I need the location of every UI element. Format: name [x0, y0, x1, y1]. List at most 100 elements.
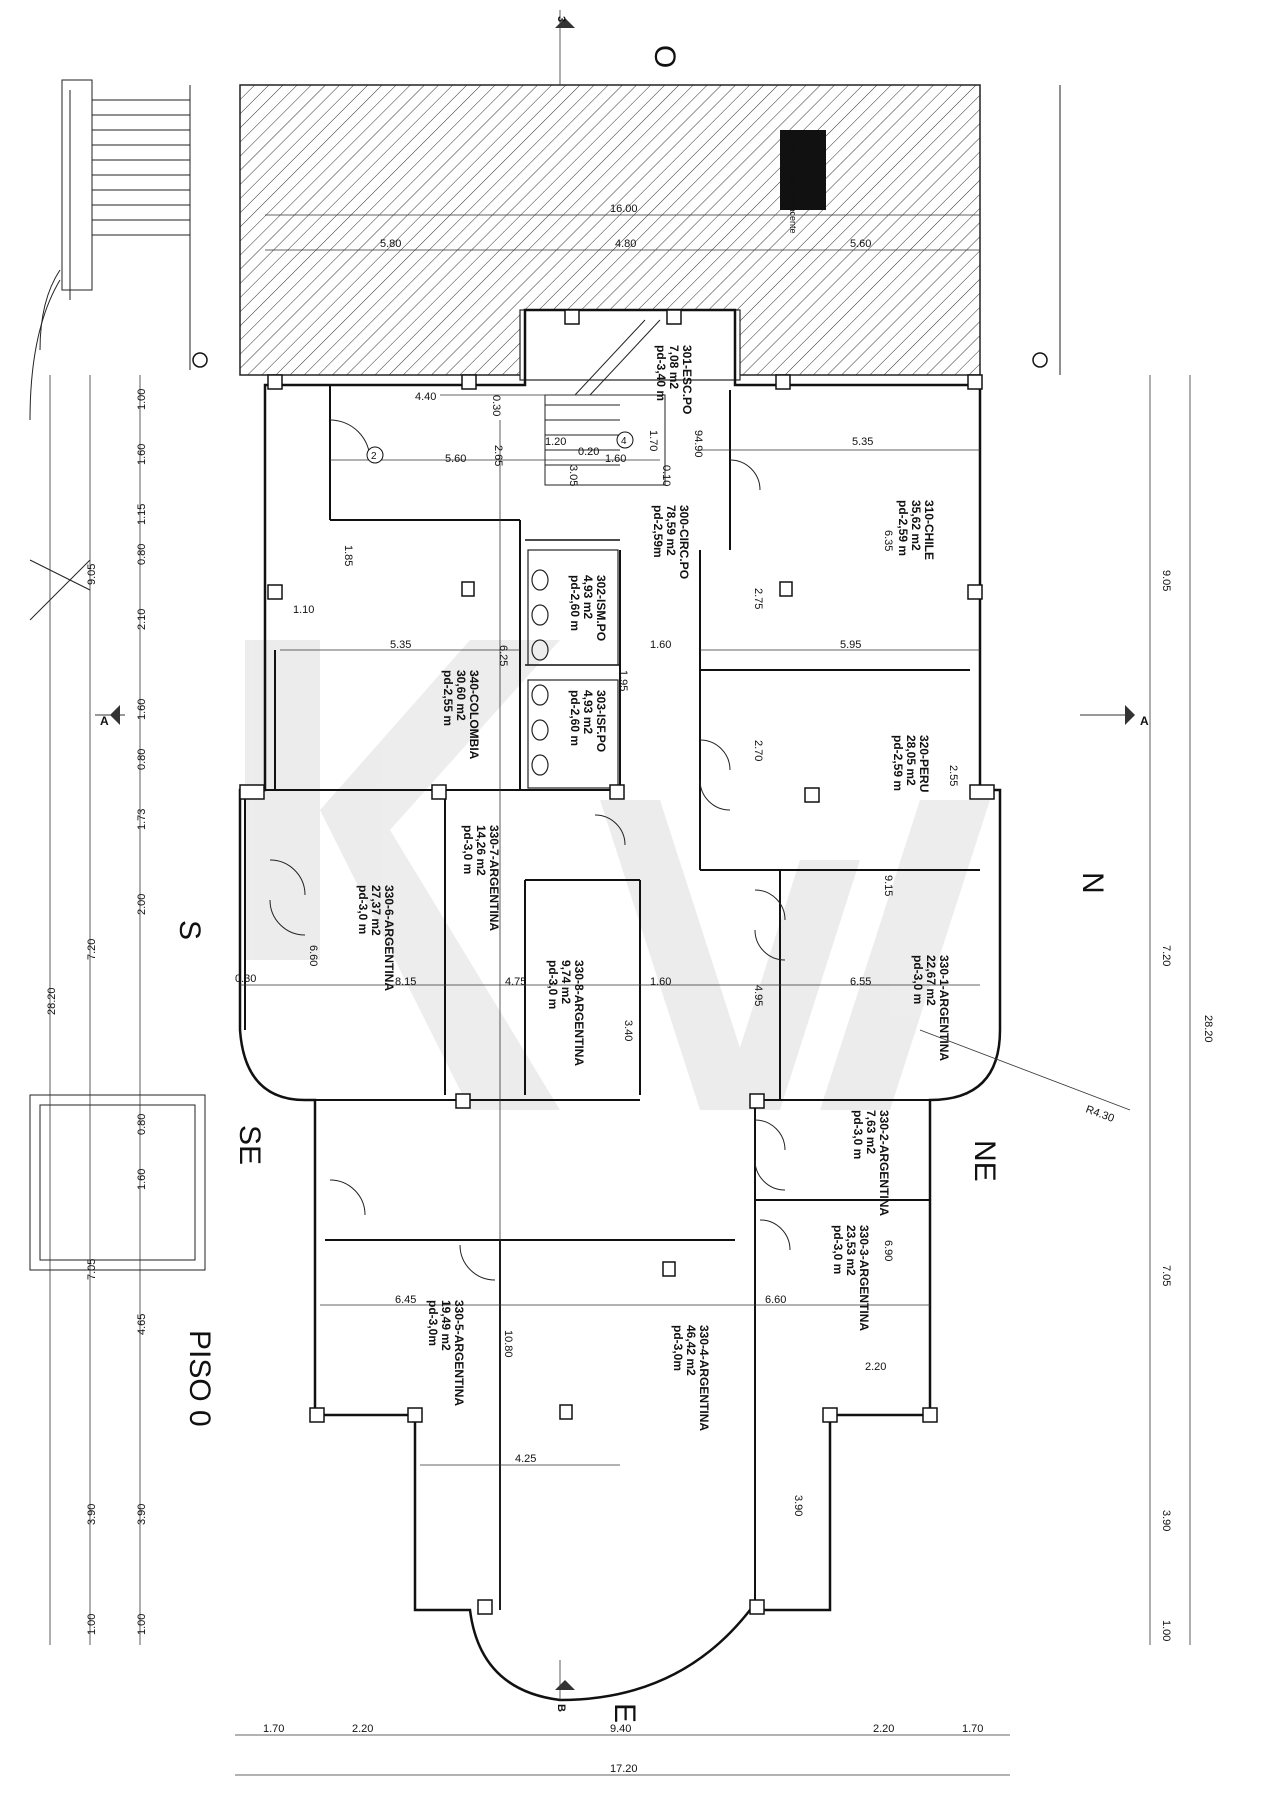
dim-interior: 10.80: [502, 1330, 514, 1358]
dim-interior: 2.65: [492, 445, 504, 466]
dim-left-chain: 0.80: [136, 749, 148, 770]
dimension-labels: 16.00 5.80 4.80 5.60 28.20 9.05 7.20 7.0…: [46, 203, 1214, 1775]
room-320: 320-PERU 28,05 m2 pd-2,59 m: [891, 735, 931, 792]
level-mark: 94.90: [692, 430, 704, 458]
dim-left-chain: 1.15: [136, 504, 148, 525]
svg-text:23,53 m2: 23,53 m2: [844, 1225, 858, 1276]
svg-text:330-6-ARGENTINA: 330-6-ARGENTINA: [382, 885, 396, 991]
svg-text:pd-2,60 m: pd-2,60 m: [568, 690, 582, 746]
tag-4: 4: [621, 436, 627, 447]
room-330-7: 330-7-ARGENTINA 14,26 m2 pd-3,0 m: [461, 825, 501, 931]
dim-interior: 9.15: [882, 875, 894, 896]
svg-text:22,67 m2: 22,67 m2: [924, 955, 938, 1006]
svg-text:pd-3,0 m: pd-3,0 m: [831, 1225, 845, 1274]
floor-label: PISO 0: [183, 1330, 216, 1427]
svg-text:pd-3,0 m: pd-3,0 m: [851, 1110, 865, 1159]
tag-2: 2: [371, 451, 377, 462]
svg-text:301-ESC.PO: 301-ESC.PO: [680, 345, 694, 414]
dim-interior: 6.45: [395, 1294, 416, 1306]
dim-bottom-chain: 1.70: [263, 1723, 284, 1735]
svg-text:330-3-ARGENTINA: 330-3-ARGENTINA: [857, 1225, 871, 1331]
svg-text:pd-3,0 m: pd-3,0 m: [356, 885, 370, 934]
svg-text:pd-2,55 m: pd-2,55 m: [441, 670, 455, 726]
dim-interior: 1.60: [650, 639, 671, 651]
svg-text:330-5-ARGENTINA: 330-5-ARGENTINA: [452, 1300, 466, 1406]
compass-right-lower: NE: [968, 1140, 1001, 1182]
svg-text:330-2-ARGENTINA: 330-2-ARGENTINA: [877, 1110, 891, 1216]
dim-left-chain: 0.80: [136, 544, 148, 565]
dim-bottom-chain: 2.20: [873, 1723, 894, 1735]
dim-right-group: 7.20: [1160, 945, 1172, 966]
dim-interior: 1.95: [617, 670, 629, 691]
section-mark-top: 3: [555, 16, 567, 22]
dim-interior: 1.60: [650, 976, 671, 988]
dim-interior: 6.55: [850, 976, 871, 988]
svg-text:340-COLOMBIA: 340-COLOMBIA: [467, 670, 481, 760]
svg-text:pd-2,60 m: pd-2,60 m: [568, 575, 582, 631]
dim-interior: 3.40: [622, 1020, 634, 1041]
room-330-3: 330-3-ARGENTINA 23,53 m2 pd-3,0 m: [831, 1225, 871, 1331]
svg-text:302-ISM.PO: 302-ISM.PO: [594, 575, 608, 641]
dim-interior: 6.60: [307, 945, 319, 966]
dim-left-chain: 3.90: [136, 1504, 148, 1525]
dim-interior: 1.10: [293, 604, 314, 616]
compass-top: O: [648, 45, 681, 68]
svg-text:pd-3,0m: pd-3,0m: [426, 1300, 440, 1346]
dim-left-chain: 1.60: [136, 699, 148, 720]
svg-text:pd-3,0 m: pd-3,0 m: [461, 825, 475, 874]
dim-right-group: 9.05: [1160, 570, 1172, 591]
svg-text:9,74 m2: 9,74 m2: [559, 960, 573, 1004]
left-stair: [29, 79, 206, 1271]
svg-text:4,93 m2: 4,93 m2: [581, 690, 595, 734]
annex-label: EMU Edificio Adjacente: [788, 140, 798, 234]
dim-left-chain: 2.00: [136, 894, 148, 915]
svg-text:300-CIRC.PO: 300-CIRC.PO: [677, 505, 691, 579]
columns: [192, 309, 1048, 1615]
dim-interior: 6.25: [497, 645, 509, 666]
room-301: 301-ESC.PO 7,08 m2 pd-3,40 m: [654, 345, 694, 414]
dim-interior: 3.90: [792, 1495, 804, 1516]
svg-text:330-8-ARGENTINA: 330-8-ARGENTINA: [572, 960, 586, 1066]
dim-right-group: 3.90: [1160, 1510, 1172, 1531]
svg-text:pd-3,0 m: pd-3,0 m: [546, 960, 560, 1009]
dim-interior: 1.85: [342, 545, 354, 566]
dim-left-chain: 1.60: [136, 444, 148, 465]
dim-right-group: 7.05: [1160, 1265, 1172, 1286]
compass-bottom: E: [608, 1703, 641, 1723]
svg-text:14,26 m2: 14,26 m2: [474, 825, 488, 876]
dim-interior: 1.70: [647, 430, 659, 451]
dim-top-c: 5.60: [850, 238, 871, 250]
room-330-5: 330-5-ARGENTINA 19,49 m2 pd-3,0m: [426, 1300, 466, 1406]
dim-interior: 5.95: [840, 639, 861, 651]
dim-top-a: 5.80: [380, 238, 401, 250]
svg-text:7,08 m2: 7,08 m2: [667, 345, 681, 389]
svg-text:pd-2,59m: pd-2,59m: [651, 505, 665, 558]
toilet-fixtures: [527, 549, 619, 789]
dim-interior: 6.90: [882, 1240, 894, 1261]
orientation-labels: O E N S SE NE PISO 0: [173, 45, 1109, 1723]
section-markers: 3 A A B: [95, 16, 1149, 1712]
dim-bottom-chain: 1.70: [962, 1723, 983, 1735]
dim-left-chain: 4.65: [136, 1314, 148, 1335]
room-330-2: 330-2-ARGENTINA 7,63 m2 pd-3,0 m: [851, 1110, 891, 1216]
dim-interior: 2.70: [752, 740, 764, 761]
dim-interior: 5.60: [445, 453, 466, 465]
room-330-6: 330-6-ARGENTINA 27,37 m2 pd-3,0 m: [356, 885, 396, 991]
dim-right-total: 28.20: [1202, 1015, 1214, 1043]
dim-interior: 1.20: [545, 436, 566, 448]
compass-left: S: [173, 920, 206, 940]
dim-interior: 0.30: [490, 395, 502, 416]
dim-bottom-chain: 9.40: [610, 1723, 631, 1735]
dim-bottom-chain: 2.20: [352, 1723, 373, 1735]
room-labels: 301-ESC.PO 7,08 m2 pd-3,40 m 300-CIRC.PO…: [356, 345, 951, 1431]
dim-interior: 0.30: [235, 973, 256, 985]
svg-text:28,05 m2: 28,05 m2: [904, 735, 918, 786]
dim-left-group: 9.05: [86, 564, 98, 585]
stairwell: [544, 319, 666, 486]
dim-left-total: 28.20: [46, 987, 58, 1015]
svg-text:pd-3,40 m: pd-3,40 m: [654, 345, 668, 401]
svg-text:30,60 m2: 30,60 m2: [454, 670, 468, 721]
svg-text:303-ISF.PO: 303-ISF.PO: [594, 690, 608, 752]
adjacent-building: EMU Edificio Adjacente: [69, 84, 1061, 381]
dim-interior: 5.35: [852, 436, 873, 448]
